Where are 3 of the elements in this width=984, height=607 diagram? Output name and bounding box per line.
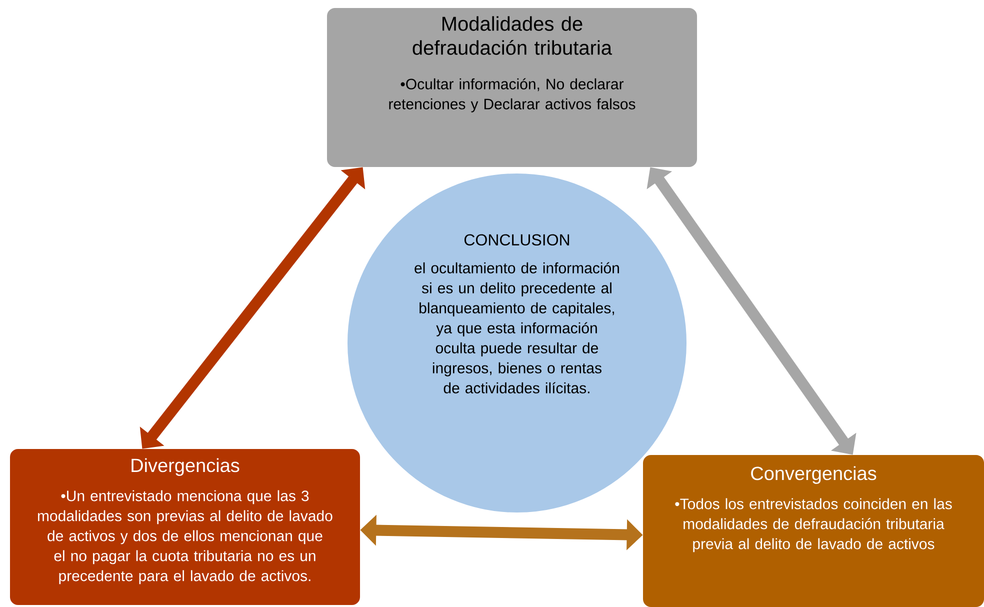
process-box: Divergencias •Un entrevistado menciona que las 3 modalidades son previas al delito de lavado de activos y dos de ellos mencionan que el no pagar la cuota tributaria no es un precedente para el lavado de activos. (10, 449, 360, 605)
process-box: Convergencias •Todos los entrevistados coinciden en las modalidades de defraudación tributaria previa al delito de lavado de activos (643, 455, 984, 607)
process-box: Modalidades de defraudación tributaria •Ocultar información, No declarar retenciones y Declarar activos falsos (327, 8, 698, 167)
